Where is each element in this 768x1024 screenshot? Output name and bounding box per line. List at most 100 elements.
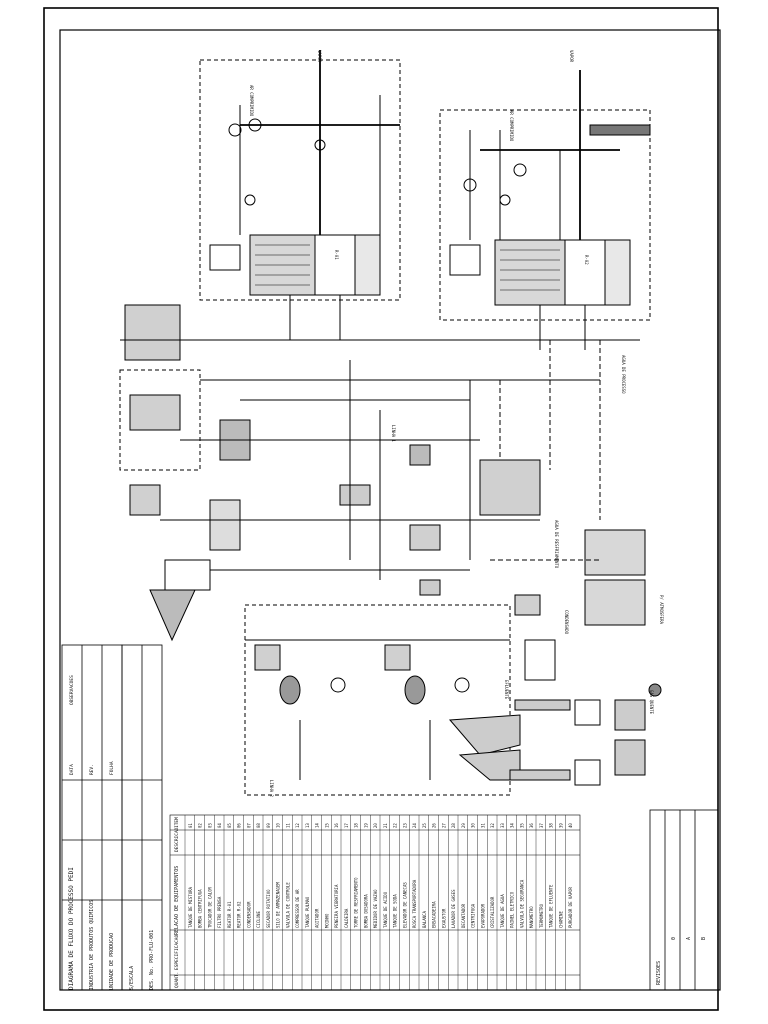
label-vapor: VAPOR (317, 50, 322, 63)
equipment-row-number: 27 (441, 823, 446, 828)
equipment-list-header: RELACAO DE EQUIPAMENTOS (174, 866, 180, 935)
equipment-row-number: 39 (558, 823, 563, 828)
equipment-row-number: 18 (354, 823, 359, 828)
project-name: UNIDADE DE PRODUCAO (109, 933, 115, 990)
equipment-list-table (169, 814, 581, 991)
label-line-1: LINHA 1 (391, 425, 396, 442)
equipment-row-number: 24 (412, 823, 417, 828)
equipment-row-number: 01 (188, 823, 193, 828)
label-effluent: EFLUENTE (504, 680, 509, 700)
label-hot-gas: GAS QUENTE (649, 690, 654, 715)
label-compressed-air-2: AR COMPRIMIDO (509, 110, 514, 142)
equipment-row-label: PAINEL ELETRICO (510, 891, 515, 928)
equipment-row-label: MANOMETRO (529, 906, 534, 928)
col-spec-header: ESPECIFICACAO (174, 934, 180, 970)
drawing-scale: S/ESCALA (129, 966, 135, 990)
revision-box (649, 809, 719, 991)
reactor-system-2 (439, 70, 651, 350)
equipment-row-number: 29 (461, 823, 466, 828)
label-reactor-2: R-02 (584, 255, 589, 265)
notes-label: OBSERVACOES (69, 675, 75, 705)
equipment-row-label: EVAPORADOR (480, 903, 485, 928)
equipment-row-number: 33 (500, 823, 505, 828)
equipment-row-number: 02 (198, 823, 203, 828)
equipment-row-number: 30 (471, 823, 476, 828)
equipment-row-label: CENTRIFUGA (471, 903, 476, 928)
revision-label: REV. (89, 764, 95, 775)
equipment-row-number: 16 (334, 823, 339, 828)
equipment-row-label: CONDENSADOR (246, 901, 251, 928)
equipment-row-label: BOMBA CENTRIFUGA (198, 889, 203, 928)
equipment-row-label: TORRE DE RESFRIAMENTO (354, 877, 359, 928)
equipment-row-label: TANQUE PULMAO (305, 896, 310, 928)
equipment-row-label: BALANCA (422, 911, 427, 928)
revision-item-a: A (686, 937, 692, 940)
col-item-header: ITEM (174, 817, 180, 828)
equipment-row-number: 21 (383, 823, 388, 828)
label-line-2: LINHA 2 (269, 780, 274, 797)
equipment-row-label: CHAMINE (558, 911, 563, 928)
process-middle-section (119, 304, 646, 681)
equipment-row-label: FILTRO PRENSA (217, 896, 222, 928)
equipment-row-label: VALVULA DE SEGURANCA (519, 879, 524, 928)
equipment-row-number: 08 (256, 823, 261, 828)
equipment-row-label: MEDIDOR DE VAZAO (373, 889, 378, 928)
label-cooling-water: AGUA DE RESFRIAMENTO (554, 520, 559, 569)
equipment-row-label: SILO DE ARMAZENAGEM (276, 882, 281, 928)
sheet-label: FOLHA (109, 761, 115, 775)
equipment-row-number: 04 (217, 823, 222, 828)
equipment-row-number: 40 (568, 823, 573, 828)
label-reactor-1: R-01 (334, 250, 339, 260)
equipment-row-label: EXAUSTOR (441, 908, 446, 928)
equipment-row-label: ENSACADEIRA (432, 901, 437, 928)
equipment-row-label: CALDEIRA (344, 908, 349, 928)
equipment-row-label: COMPRESSOR DE AR (295, 889, 300, 928)
equipment-row-number: 10 (276, 823, 281, 828)
equipment-row-number: 07 (246, 823, 251, 828)
col-description-header: DESCRICAO (174, 827, 180, 852)
equipment-row-number: 34 (510, 823, 515, 828)
drawing-number: DES. No. PRO-FLU-001 (149, 930, 155, 990)
process-lower-section (244, 604, 662, 796)
equipment-row-label: ROSCA TRANSPORTADORA (412, 879, 417, 928)
revision-item-0: 0 (671, 937, 677, 940)
equipment-row-number: 14 (315, 823, 320, 828)
equipment-row-label: BOMBA DOSADORA (363, 894, 368, 928)
equipment-row-number: 25 (422, 823, 427, 828)
equipment-row-number: 22 (393, 823, 398, 828)
equipment-row-number: 13 (305, 823, 310, 828)
label-to-atmosphere: P/ ATMOSFERA (659, 595, 664, 624)
equipment-row-number: 37 (539, 823, 544, 828)
equipment-row-number: 20 (373, 823, 378, 828)
equipment-row-label: TANQUE DE AGUA (500, 894, 505, 928)
equipment-row-number: 31 (480, 823, 485, 828)
equipment-row-label: DECANTADOR (461, 903, 466, 928)
equipment-row-number: 09 (266, 823, 271, 828)
revision-header: REVISOES (656, 961, 662, 985)
equipment-row-label: CRISTALIZADOR (490, 896, 495, 928)
equipment-row-label: TANQUE DE MISTURA (188, 886, 193, 928)
equipment-row-number: 11 (285, 823, 290, 828)
label-process-water: AGUA DE PROCESSO (621, 355, 626, 394)
equipment-row-label: PURGADOR DE VAPOR (568, 886, 573, 928)
reactor-system-1 (199, 50, 401, 340)
equipment-row-number: 05 (227, 823, 232, 828)
company-name: INDUSTRIA DE PRODUTOS QUIMICOS (89, 900, 95, 990)
equipment-row-number: 36 (529, 823, 534, 828)
equipment-row-number: 06 (237, 823, 242, 828)
equipment-row-label: PENEIRA VIBRATORIA (334, 884, 339, 928)
label-compressed-air: AR COMPRIMIDO (249, 85, 254, 117)
equipment-row-number: 17 (344, 823, 349, 828)
equipment-row-number: 23 (402, 823, 407, 828)
equipment-row-number: 32 (490, 823, 495, 828)
col-qty-header: QUANT. (174, 972, 180, 988)
equipment-row-number: 15 (324, 823, 329, 828)
equipment-row-number: 03 (207, 823, 212, 828)
equipment-row-label: CICLONE (256, 911, 261, 928)
equipment-row-label: REATOR R-02 (237, 901, 242, 928)
sheet-outer-border (43, 7, 719, 1011)
equipment-row-number: 19 (363, 823, 368, 828)
equipment-row-label: TROCADOR DE CALOR (207, 886, 212, 928)
